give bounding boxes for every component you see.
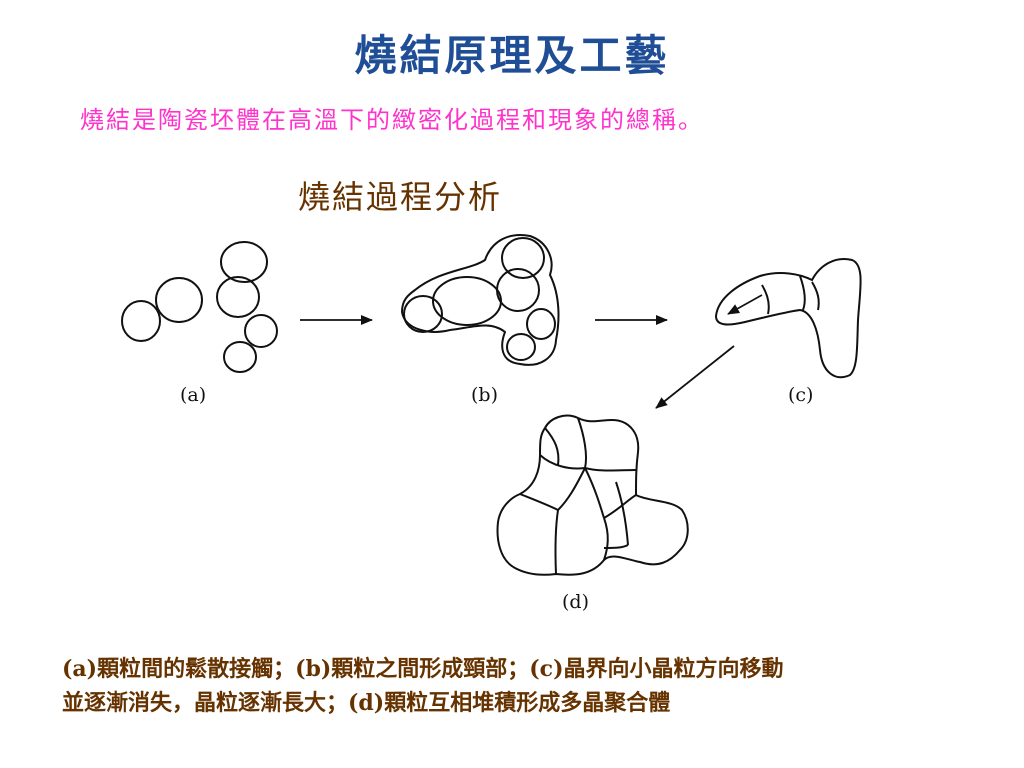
grain-outline [714,258,862,379]
grain-boundary [799,275,806,311]
grain-boundary [544,427,560,466]
panel-d-polycrystal [496,414,689,576]
grain-boundary [603,517,609,561]
panel-a-loose-particles [121,241,278,373]
panel-label-a: (a) [180,384,206,406]
grain-boundary [557,467,586,511]
particle [506,333,536,361]
panel-b-neck-formation [400,234,560,366]
grain-boundary [539,454,586,470]
particle [223,341,257,373]
sintering-definition: 燒結是陶瓷坯體在高溫下的緻密化過程和現象的總稱。 [80,106,704,134]
grain-boundary [577,417,588,469]
process-arrow-c-to-d [655,345,735,409]
polycrystal-outline [496,414,689,576]
process-caption: (a)顆粒間的鬆散接觸；(b)顆粒之間形成頸部；(c)晶界向小晶粒方向移動 並逐… [62,652,982,720]
particle [155,277,203,323]
panel-label-c: (c) [788,384,813,406]
particle [501,237,545,279]
grain-boundary [554,509,559,575]
particle [432,276,502,326]
grain-boundary [615,481,629,546]
migration-arrow [727,294,763,315]
panel-label-d: (d) [562,591,589,613]
slide-title: 燒結原理及工藝 [354,31,670,80]
particle [496,268,540,312]
particle [526,308,556,340]
particle [244,314,278,348]
caption-line-1: (a)顆粒間的鬆散接觸；(b)顆粒之間形成頸部；(c)晶界向小晶粒方向移動 [62,656,784,682]
particle [220,241,268,283]
particle [403,295,443,333]
particle [121,300,161,342]
panel-label-b: (b) [471,384,498,406]
grain-boundary [603,544,629,549]
section-subtitle: 燒結過程分析 [298,178,503,216]
neck-outline [400,234,560,366]
caption-line-2: 並逐漸消失，晶粒逐漸長大；(d)顆粒互相堆積形成多晶聚合體 [62,690,671,716]
grain-boundary [761,284,770,315]
grain-boundary [811,281,820,311]
grain-boundary [584,467,637,472]
grain-boundary [519,493,559,511]
grain-boundary [584,467,605,519]
panel-c-grain-boundary-migration [714,258,862,379]
particle [216,276,260,318]
